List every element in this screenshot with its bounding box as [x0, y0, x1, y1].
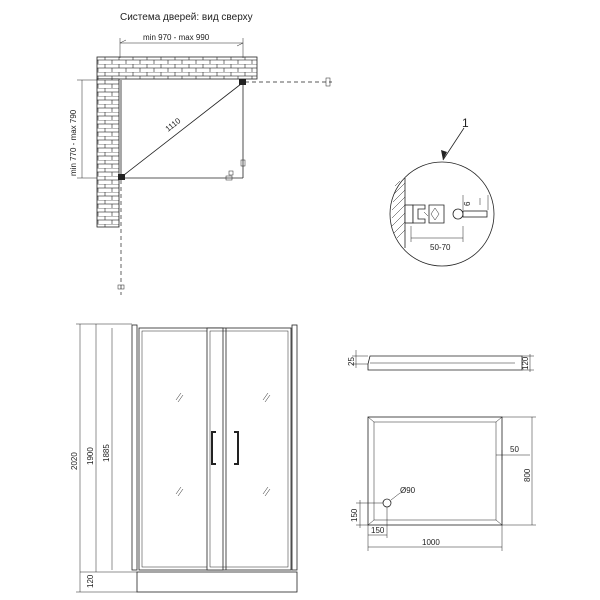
- drain-offset-vertical-label: 150: [350, 508, 359, 522]
- drain-icon: [382, 498, 392, 508]
- hinge-marker-bottom: [118, 174, 125, 180]
- drain-offset-horizontal-label: 150: [371, 526, 385, 535]
- tray-side-view: 25 120: [347, 350, 534, 372]
- tray-top-view: Ø90 50 800 150 150 1000: [350, 416, 536, 551]
- top-wall: [96, 56, 258, 80]
- gap-dimension-label: 6: [463, 201, 472, 206]
- callout-number: 1: [462, 116, 469, 130]
- tray-rim-dim: 25: [347, 357, 356, 366]
- dim-door-height: 1885: [102, 444, 111, 462]
- profile-detail-callout: 1 6 50-70: [389, 116, 495, 267]
- dim-base-height: 120: [86, 574, 95, 588]
- tray-height-dim: 120: [521, 356, 530, 370]
- front-view: 2020 1900 1885 120: [70, 323, 298, 593]
- tray-base: [136, 571, 298, 593]
- dim-total-height: 2020: [70, 452, 79, 470]
- dim-frame-height: 1900: [86, 447, 95, 465]
- detail-wall-hatch: [391, 178, 406, 248]
- tray-outline: [367, 416, 503, 526]
- width-dimension-label: min 970 - max 990: [143, 33, 210, 42]
- left-wall: [96, 78, 120, 228]
- tray-depth-label: 800: [523, 468, 532, 482]
- handle-right: [234, 431, 239, 465]
- depth-dimension-label: min 770 - max 790: [69, 109, 78, 176]
- tray-width-label: 1000: [422, 538, 440, 547]
- drain-diameter-label: Ø90: [400, 486, 416, 495]
- diagonal-label: 1110: [164, 116, 183, 134]
- hinge-marker-top: [239, 79, 246, 85]
- range-dimension-label: 50-70: [430, 243, 451, 252]
- handle-left: [211, 431, 216, 465]
- rim-offset-label: 50: [510, 445, 519, 454]
- page-title: Система дверей: вид сверху: [120, 12, 253, 23]
- door-panel-right: [206, 327, 292, 571]
- top-view-plan: min 970 - max 990 min 770 - max 790 1110: [69, 33, 332, 295]
